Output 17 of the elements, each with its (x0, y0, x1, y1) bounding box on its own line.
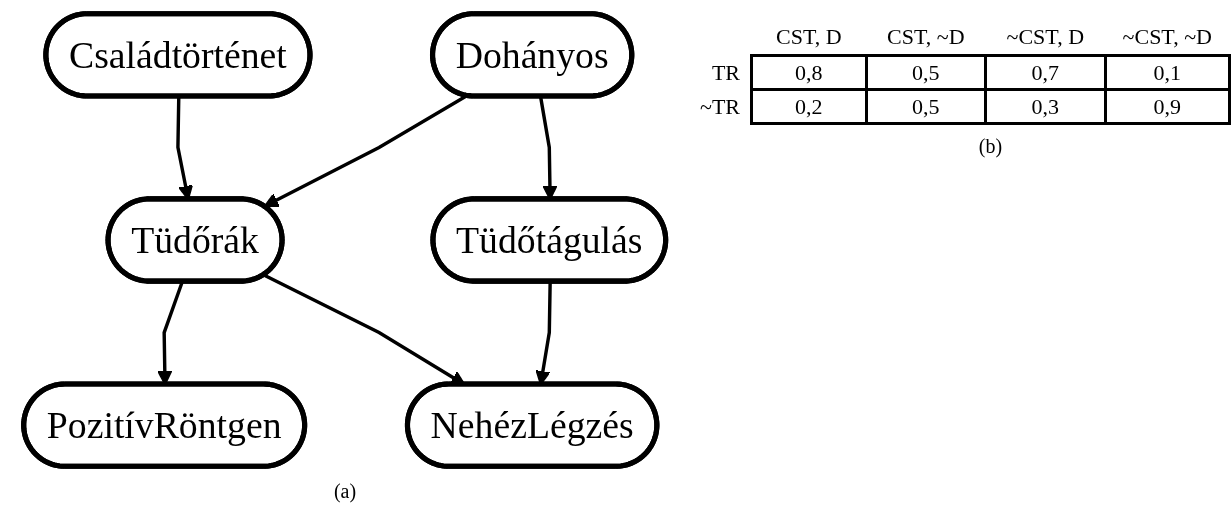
column-heading: CST, D (751, 20, 867, 56)
row-heading: ~TR (690, 89, 752, 124)
figure-caption: (a) (333, 480, 357, 503)
row-heading: TR (690, 55, 752, 90)
probability-value: 0,7 (985, 55, 1106, 90)
figure-caption: (b) (978, 135, 1003, 157)
probability-value: 0,1 (1105, 55, 1230, 90)
column-heading: CST, ~D (866, 20, 986, 56)
column-heading: ~CST, ~D (1105, 20, 1230, 56)
column-heading: ~CST, D (985, 20, 1106, 56)
probability-value: 0,5 (866, 55, 986, 90)
probability-value: 0,9 (1105, 89, 1230, 124)
probability-value: 0,8 (751, 55, 867, 90)
probability-value: 0,3 (985, 89, 1106, 124)
probability-value: 0,2 (751, 89, 867, 124)
arrow (263, 94, 468, 208)
probability-value: 0,5 (866, 89, 986, 124)
